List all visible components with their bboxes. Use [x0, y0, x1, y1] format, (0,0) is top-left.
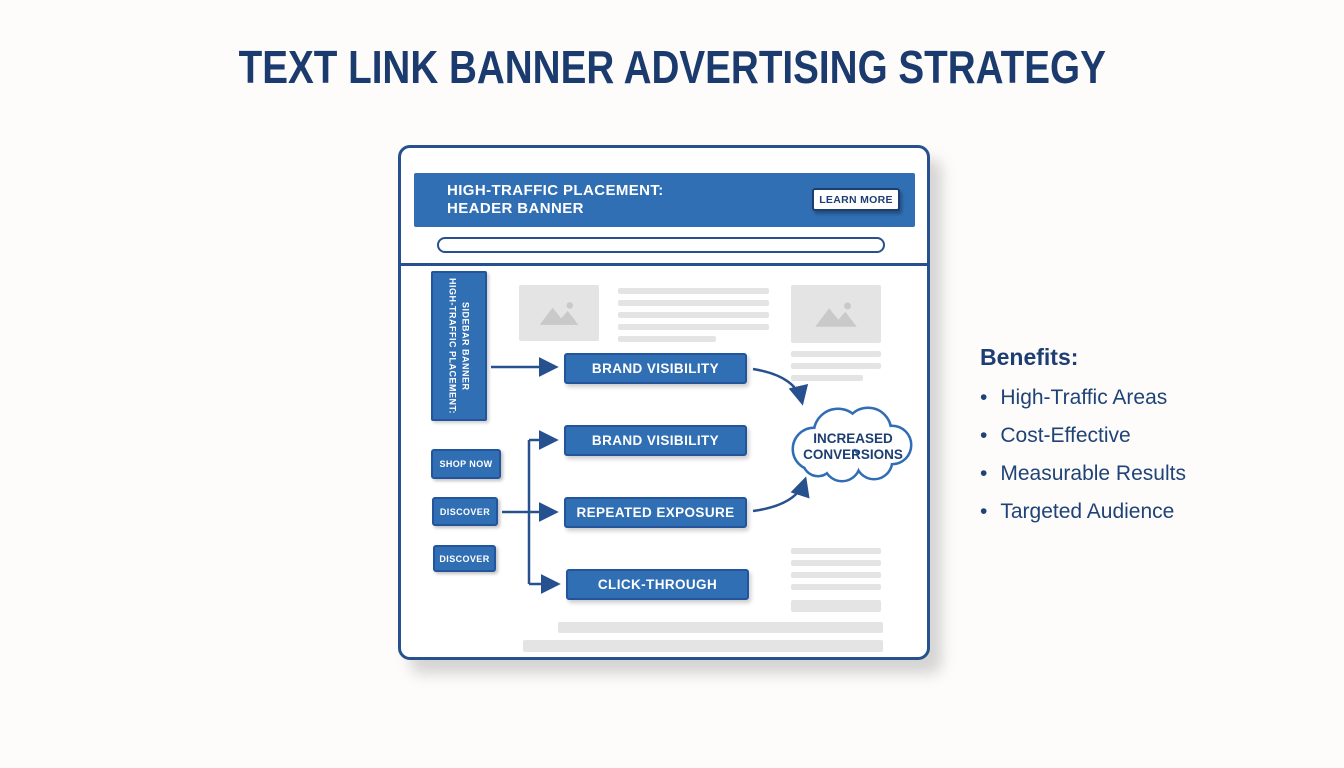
header-banner-ad: HIGH-TRAFFIC PLACEMENT: HEADER BANNER LE…: [414, 173, 915, 227]
discover-button-2[interactable]: DISCOVER: [433, 545, 496, 572]
bullet-icon: •: [980, 386, 988, 409]
image-placeholder-icon: [815, 302, 857, 327]
shop-now-button[interactable]: SHOP NOW: [431, 449, 501, 479]
text-placeholder-line: [618, 300, 769, 306]
image-placeholder-icon: [539, 302, 579, 325]
text-placeholder-line: [558, 622, 883, 633]
benefits-heading: Benefits:: [980, 344, 1079, 370]
header-divider: [401, 263, 927, 266]
flow-box-click-through: CLICK-THROUGH: [566, 569, 749, 600]
benefit-item: • Targeted Audience: [980, 500, 1280, 524]
sidebar-banner-ad: HIGH-TRAFFIC PLACEMENT: SIDEBAR BANNER: [431, 271, 487, 421]
text-placeholder-line: [791, 584, 881, 590]
sidebar-banner-line1: HIGH-TRAFFIC PLACEMENT:: [447, 278, 458, 414]
sidebar-banner-line2: SIDEBAR BANNER: [460, 301, 471, 391]
benefits-panel: Benefits: • High-Traffic Areas • Cost-Ef…: [980, 344, 1280, 538]
text-placeholder-line: [618, 336, 716, 342]
bullet-icon: •: [980, 462, 988, 485]
page-title: TEXT LINK BANNER ADVERTISING STRATEGY: [238, 41, 1106, 93]
benefit-label: Cost-Effective: [1000, 424, 1131, 447]
browser-mockup: HIGH-TRAFFIC PLACEMENT: HEADER BANNER LE…: [398, 145, 930, 660]
flow-box-brand-visibility-2: BRAND VISIBILITY: [564, 425, 747, 456]
conversions-cloud: INCREASED CONVERSIONS: [791, 406, 913, 483]
header-banner-label: HIGH-TRAFFIC PLACEMENT: HEADER BANNER: [447, 182, 664, 218]
header-banner-line2: HEADER BANNER: [447, 200, 584, 217]
text-placeholder-line: [618, 312, 769, 318]
text-placeholder-line: [791, 351, 881, 357]
sidebar-banner-label: HIGH-TRAFFIC PLACEMENT: SIDEBAR BANNER: [433, 273, 485, 419]
cloud-label-line2: CONVERSIONS: [803, 447, 903, 462]
benefit-label: Measurable Results: [1000, 462, 1186, 485]
text-placeholder-line: [791, 572, 881, 578]
text-placeholder-line: [618, 324, 769, 330]
text-placeholder-line: [791, 560, 881, 566]
flow-box-brand-visibility-1: BRAND VISIBILITY: [564, 353, 747, 384]
learn-more-button[interactable]: LEARN MORE: [812, 188, 900, 211]
image-placeholder: [791, 285, 881, 343]
bullet-icon: •: [980, 500, 988, 523]
text-placeholder-line: [523, 640, 883, 652]
image-placeholder: [519, 285, 599, 341]
benefit-item: • Cost-Effective: [980, 424, 1280, 448]
text-placeholder-line: [791, 375, 863, 381]
search-bar[interactable]: [437, 237, 885, 253]
text-placeholder-line: [791, 548, 881, 554]
header-banner-line1: HIGH-TRAFFIC PLACEMENT:: [447, 182, 664, 199]
benefit-item: • High-Traffic Areas: [980, 386, 1280, 410]
benefit-label: Targeted Audience: [1000, 500, 1175, 523]
text-placeholder-line: [791, 363, 881, 369]
discover-button-1[interactable]: DISCOVER: [432, 497, 498, 526]
flow-box-repeated-exposure: REPEATED EXPOSURE: [564, 497, 747, 528]
text-placeholder-line: [618, 288, 769, 294]
benefit-item: • Measurable Results: [980, 462, 1280, 486]
bullet-icon: •: [980, 424, 988, 447]
title-row: TEXT LINK BANNER ADVERTISING STRATEGY: [0, 40, 1344, 94]
text-placeholder-block: [791, 600, 881, 612]
cloud-label-line1: INCREASED: [813, 431, 893, 446]
benefit-label: High-Traffic Areas: [1000, 386, 1168, 409]
